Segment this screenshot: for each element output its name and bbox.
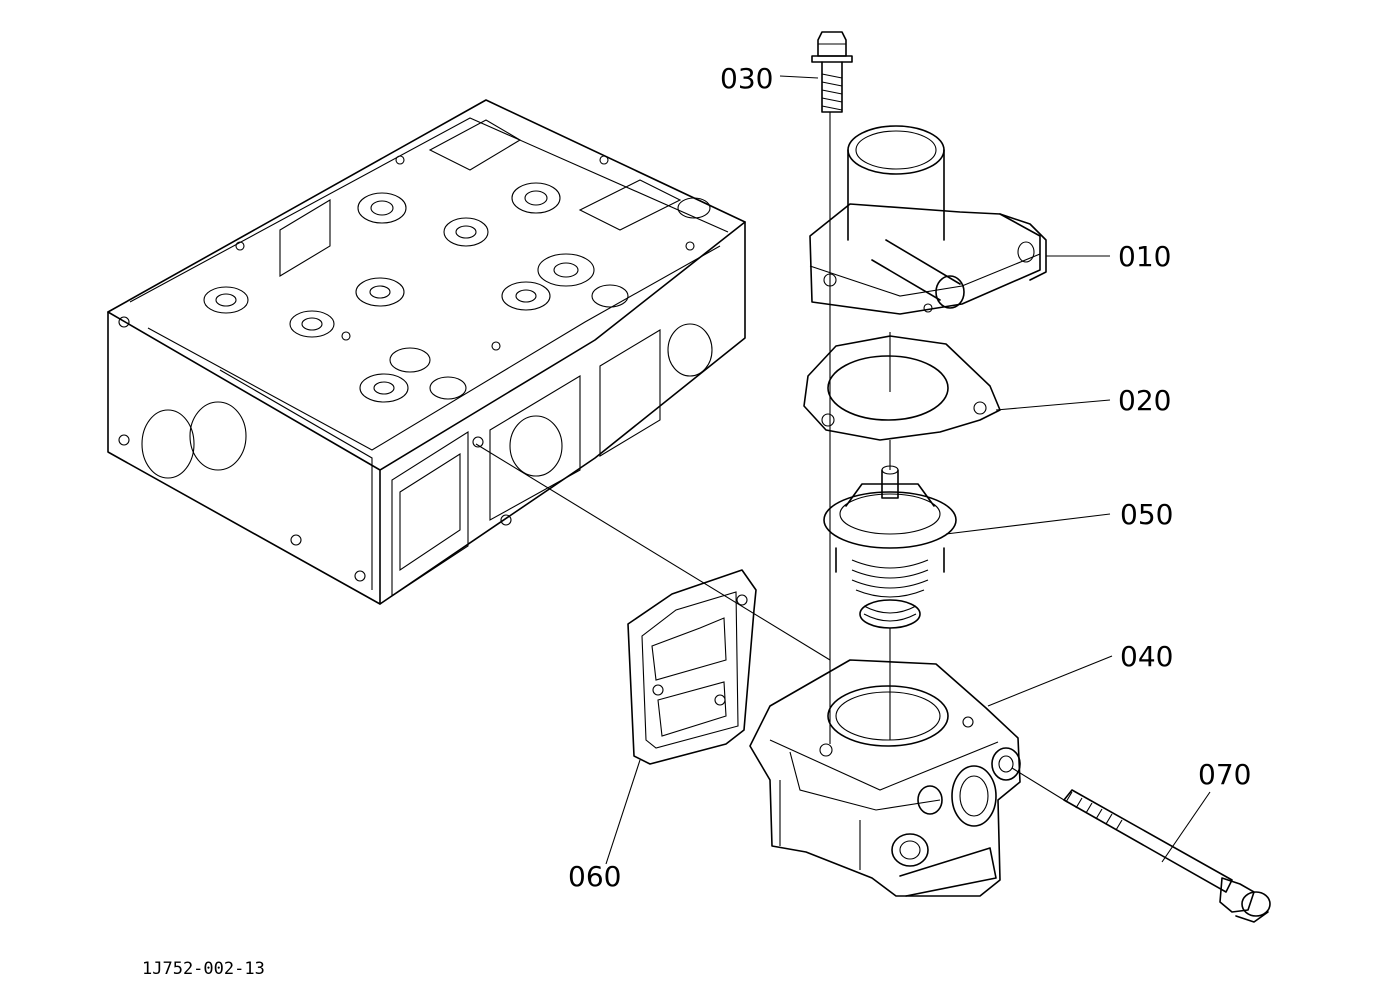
label-050: 050	[1120, 498, 1173, 531]
assembly-lines	[475, 112, 1065, 801]
label-060: 060	[568, 860, 621, 893]
label-070: 070	[1198, 758, 1251, 791]
label-010: 010	[1118, 240, 1171, 273]
part-010-thermostat-cover	[809, 125, 1047, 315]
part-040-thermostat-housing	[749, 659, 1021, 897]
part-060-gasket	[627, 569, 757, 765]
cylinder-head	[107, 99, 746, 605]
label-020: 020	[1118, 384, 1171, 417]
label-030: 030	[720, 62, 773, 95]
part-070-long-bolt	[1063, 789, 1271, 923]
label-040: 040	[1120, 640, 1173, 673]
part-030-bolt	[811, 31, 853, 113]
leader-lines	[605, 75, 1211, 865]
reference-code: 1J752-002-13	[142, 959, 265, 979]
part-050-thermostat	[823, 465, 957, 629]
part-020-gasket	[803, 335, 1001, 441]
